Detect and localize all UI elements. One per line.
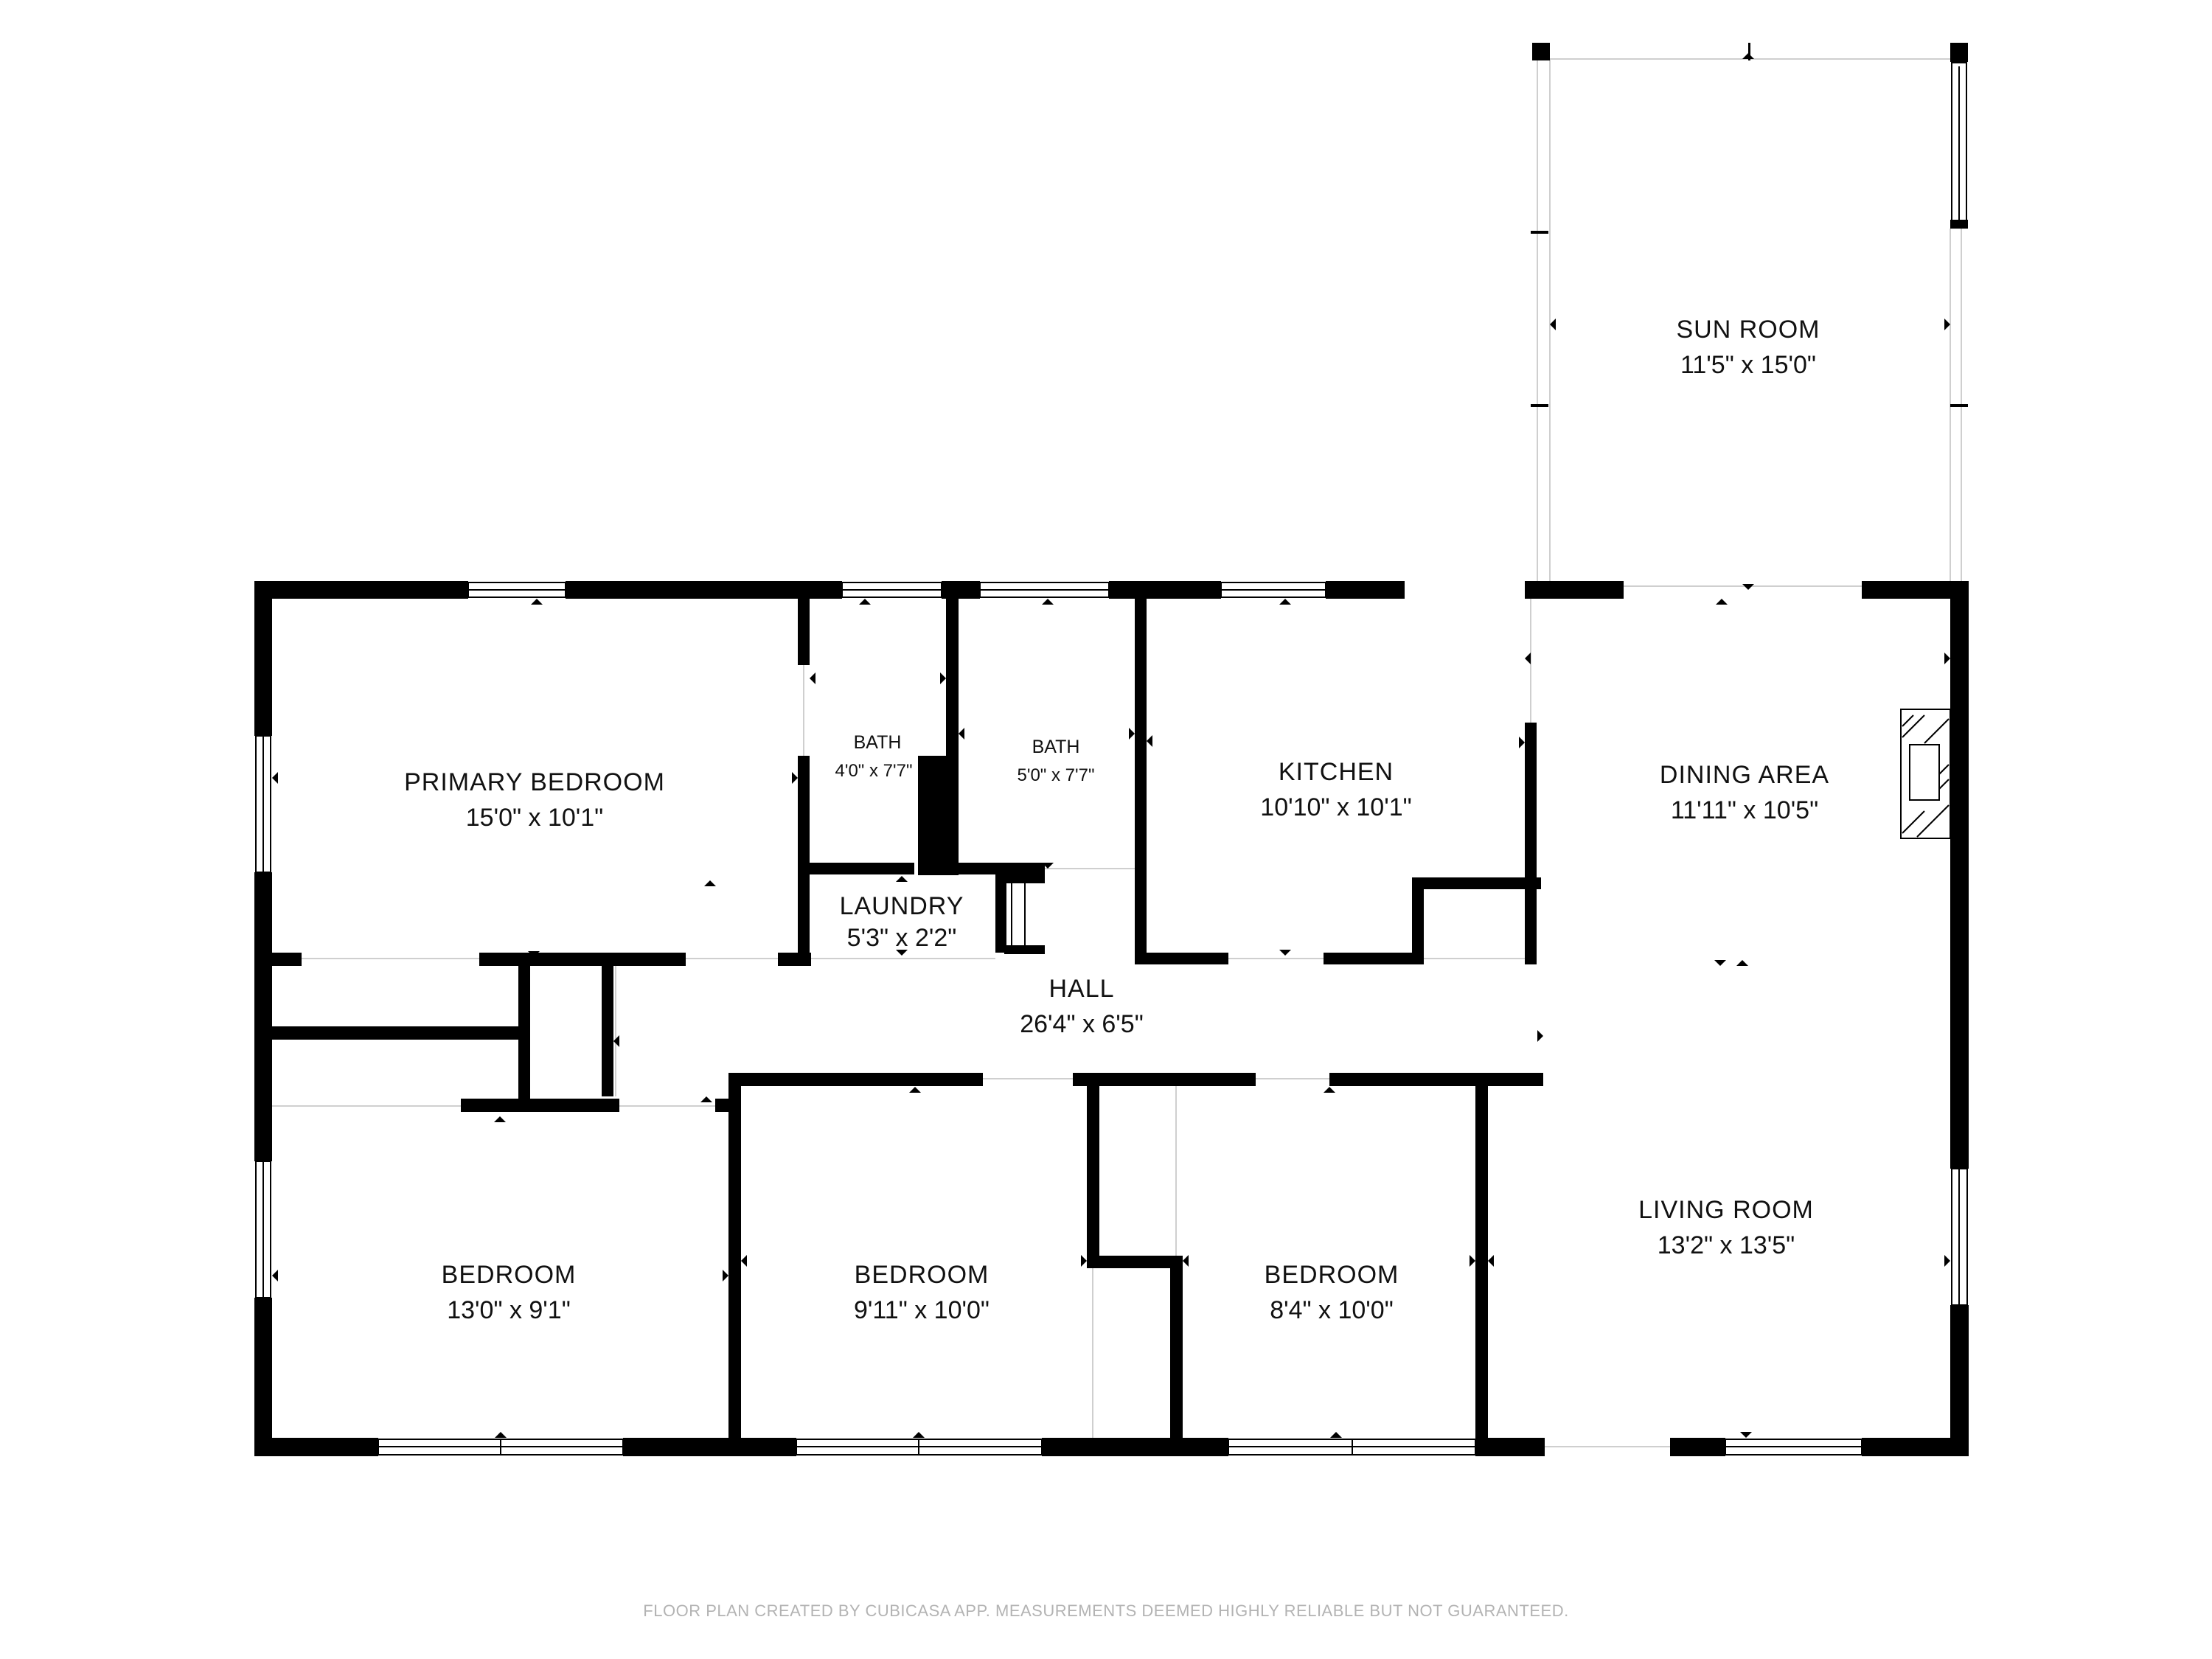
room-name: BEDROOM (855, 1261, 990, 1289)
outer-walls (254, 581, 1969, 1456)
room-dimensions: 11'11" x 10'5" (1671, 796, 1818, 824)
room-bath-1: BATH 4'0" x 7'7" (835, 732, 913, 781)
room-name: HALL (1048, 975, 1114, 1003)
room-hall: HALL 26'4" x 6'5" (1020, 975, 1144, 1038)
sun-room-walls (1531, 43, 1968, 586)
room-dimensions: 9'11" x 10'0" (854, 1296, 990, 1324)
room-dimensions: 13'2" x 13'5" (1658, 1231, 1795, 1259)
room-bedroom-1: BEDROOM 13'0" x 9'1" (442, 1261, 577, 1324)
opening-markers (272, 53, 1950, 1438)
room-dimensions: 13'0" x 9'1" (447, 1296, 571, 1324)
interior-walls (272, 599, 1543, 1449)
room-dimensions: 8'4" x 10'0" (1270, 1296, 1394, 1324)
room-dining-area: DINING AREA 11'11" x 10'5" (1660, 761, 1829, 824)
room-name: DINING AREA (1660, 761, 1829, 789)
room-dimensions: 26'4" x 6'5" (1020, 1010, 1144, 1038)
room-name: KITCHEN (1279, 758, 1394, 786)
room-name: LIVING ROOM (1638, 1196, 1814, 1224)
room-dimensions: 15'0" x 10'1" (466, 804, 603, 832)
room-name: BEDROOM (1265, 1261, 1399, 1289)
room-dimensions: 5'0" x 7'7" (1018, 765, 1095, 785)
room-dimensions: 10'10" x 10'1" (1260, 793, 1411, 821)
room-name: PRIMARY BEDROOM (404, 768, 665, 796)
room-dimensions: 5'3" x 2'2" (847, 924, 957, 952)
room-bedroom-2: BEDROOM 9'11" x 10'0" (854, 1261, 990, 1324)
room-bath-2: BATH 5'0" x 7'7" (1018, 737, 1095, 785)
room-name: LAUNDRY (840, 892, 964, 920)
footer-disclaimer: FLOOR PLAN CREATED BY CUBICASA APP. MEAS… (643, 1601, 1568, 1620)
room-name: BEDROOM (442, 1261, 577, 1289)
room-laundry: LAUNDRY 5'3" x 2'2" (840, 892, 964, 952)
room-dimensions: 4'0" x 7'7" (835, 761, 913, 781)
room-living-room: LIVING ROOM 13'2" x 13'5" (1638, 1196, 1814, 1259)
room-dimensions: 11'5" x 15'0" (1680, 351, 1816, 379)
room-kitchen: KITCHEN 10'10" x 10'1" (1260, 758, 1411, 821)
room-name: BATH (854, 732, 902, 753)
room-name: SUN ROOM (1677, 316, 1820, 344)
room-name: BATH (1032, 737, 1080, 757)
room-sun-room: SUN ROOM 11'5" x 15'0" (1677, 316, 1820, 379)
room-bedroom-3: BEDROOM 8'4" x 10'0" (1265, 1261, 1399, 1324)
room-primary-bedroom: PRIMARY BEDROOM 15'0" x 10'1" (404, 768, 665, 832)
